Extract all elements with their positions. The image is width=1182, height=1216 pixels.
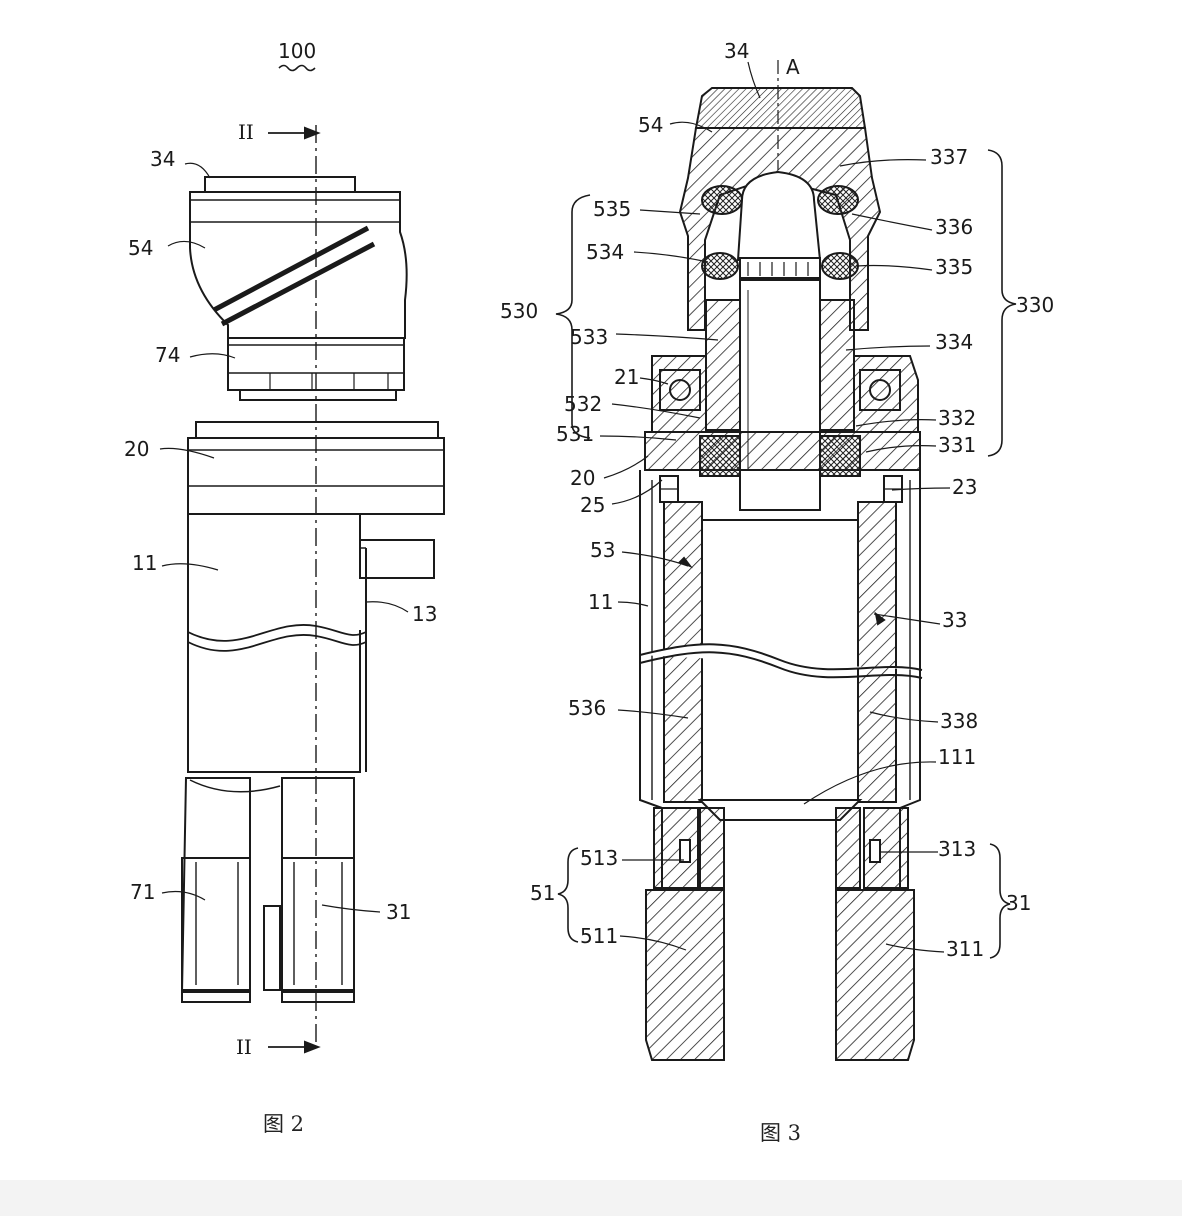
fig3-shoulder-left xyxy=(651,355,707,433)
fig3-foot-311 xyxy=(835,889,915,1061)
fig3-brace-530 xyxy=(555,194,591,439)
figure-3 xyxy=(555,60,1017,1061)
fig3-label-21: 21 xyxy=(614,365,640,389)
fig2-label-31: 31 xyxy=(386,900,412,924)
fig3-label-535: 535 xyxy=(593,197,632,221)
fig3-label-25: 25 xyxy=(580,493,606,517)
fig3-seal-335-right xyxy=(821,252,859,280)
fig3-label-336: 336 xyxy=(935,215,974,239)
fig3-label-532: 532 xyxy=(564,392,603,416)
fig2-label-34: 34 xyxy=(150,147,176,171)
fig2-section-label-bottom: II xyxy=(236,1035,252,1059)
fig3-coupling-513 xyxy=(653,807,699,889)
fig2-housing-11 xyxy=(187,514,361,773)
fig3-leaders xyxy=(599,61,951,953)
fig3-brace-31 xyxy=(989,843,1011,959)
fig2-collar-bolts xyxy=(269,373,389,390)
fig2-leaders xyxy=(159,162,409,913)
fig3-label-513: 513 xyxy=(580,846,619,870)
fig3-label-330: 330 xyxy=(1016,293,1055,317)
fig2-label-74: 74 xyxy=(155,343,181,367)
fig3-label-331: 331 xyxy=(938,433,977,457)
fig3-label-23: 23 xyxy=(952,475,978,499)
fig2-cap-34 xyxy=(204,176,356,193)
fig3-foot-511 xyxy=(645,889,725,1061)
fig3-tube-33 xyxy=(857,501,897,803)
fig3-motor xyxy=(736,170,822,261)
fig3-label-111: 111 xyxy=(938,745,977,769)
fig2-caption: 图 2 xyxy=(263,1112,305,1136)
fig2-base-20 xyxy=(195,421,439,439)
fig2-ref-100: 100 xyxy=(278,39,317,63)
fig3-sleeve-533 xyxy=(705,299,741,431)
fig2-label-13: 13 xyxy=(412,602,438,626)
fig2-section-arrow-bottom xyxy=(268,1040,321,1054)
fig2-bracket-13 xyxy=(359,539,435,579)
fig3-label-534: 534 xyxy=(586,240,625,264)
fig3-label-311: 311 xyxy=(946,937,985,961)
fig3-brace-51 xyxy=(557,847,579,943)
fig3-label-334: 334 xyxy=(935,330,974,354)
fig3-label-33: 33 xyxy=(942,608,968,632)
fig3-label-533: 533 xyxy=(570,325,609,349)
fig3-label-536: 536 xyxy=(568,696,607,720)
fig3-caption: 图 3 xyxy=(760,1121,802,1145)
fig2-leg-71 xyxy=(180,777,251,1003)
fig3-label-51: 51 xyxy=(530,881,556,905)
fig2-label-20: 20 xyxy=(124,437,150,461)
fig2-section-arrow-top xyxy=(268,126,321,140)
fig3-base-ring xyxy=(644,431,921,471)
fig3-label-53: 53 xyxy=(590,538,616,562)
fig3-head-cap xyxy=(694,87,867,129)
fig3-label-332: 332 xyxy=(938,406,977,430)
fig2-label-54: 54 xyxy=(128,236,154,260)
fig3-label-530: 530 xyxy=(500,299,539,323)
fig3-seal-335-left xyxy=(701,252,739,280)
fig3-shoulder-right xyxy=(853,355,919,433)
fig3-seal-336-right xyxy=(817,185,859,215)
fig2-break-line xyxy=(187,624,367,642)
fig3-seal-336-left xyxy=(701,185,743,215)
fig3-label-31: 31 xyxy=(1006,891,1032,915)
fig3-sleeve-334 xyxy=(819,299,855,431)
fig3-label-335: 335 xyxy=(935,255,974,279)
fig2-label-11: 11 xyxy=(132,551,158,575)
fig3-label-54: 54 xyxy=(638,113,664,137)
fig2-section-label-top: II xyxy=(238,120,254,144)
fig3-axis-label: A xyxy=(786,55,800,79)
figure-2 xyxy=(159,64,445,1054)
fig3-label-11: 11 xyxy=(588,590,614,614)
fig2-ref-underline xyxy=(278,64,316,72)
fig3-break-line xyxy=(639,643,923,671)
fig2-label-71: 71 xyxy=(130,880,156,904)
fig2-leg-31 xyxy=(281,777,355,1003)
fig3-label-34: 34 xyxy=(724,39,750,63)
fig3-label-313: 313 xyxy=(938,837,977,861)
fig3-label-20: 20 xyxy=(570,466,596,490)
fig3-coupling-313 xyxy=(863,807,909,889)
page-footer-band xyxy=(0,1180,1182,1216)
fig3-label-338: 338 xyxy=(940,709,979,733)
fig3-label-531: 531 xyxy=(556,422,595,446)
fig3-brace-330 xyxy=(987,149,1017,457)
fig3-label-511: 511 xyxy=(580,924,619,948)
fig3-label-337: 337 xyxy=(930,145,969,169)
